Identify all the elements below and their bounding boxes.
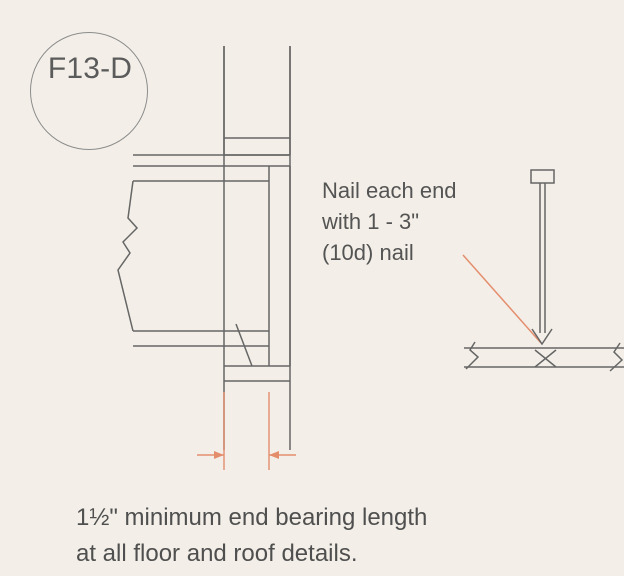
nail-pointer [462, 254, 542, 344]
nail-board-break-right [609, 342, 624, 372]
detail-id-circle [30, 32, 148, 150]
nail-tip [531, 328, 553, 346]
nail-clinch-cross [534, 349, 557, 368]
nail-head [530, 169, 555, 184]
dimension-arrow-right [269, 451, 279, 459]
nail-diagonal [235, 323, 253, 367]
bearing-dimension [197, 392, 296, 470]
nail-note: Nail each end with 1 - 3" (10d) nail [322, 178, 457, 265]
dimension-arrow-left [214, 451, 224, 459]
nail-detail [462, 169, 624, 372]
nail-board-break-left [465, 341, 480, 370]
bearing-caption: 1½" minimum end bearing length at all fl… [76, 504, 428, 567]
joist-break-mark [117, 180, 139, 332]
wall-assembly [117, 46, 291, 450]
detail-id-label: F13-D [47, 52, 133, 85]
